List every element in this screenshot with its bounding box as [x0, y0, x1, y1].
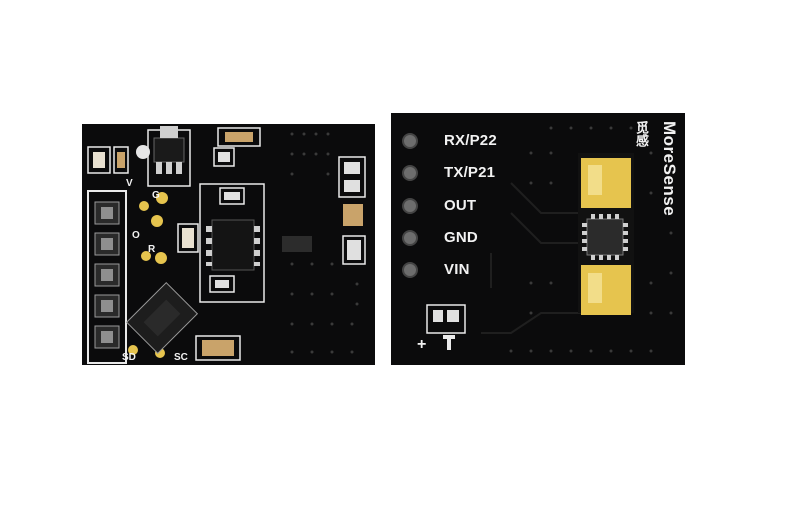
bottom-component-outline [426, 304, 466, 334]
header-pin-5-core [101, 331, 113, 343]
silk-g: G [152, 190, 160, 201]
gold-pad-5 [155, 252, 167, 264]
diode [136, 145, 150, 159]
plus-mark: + [417, 336, 427, 353]
gold-pad-3 [151, 215, 163, 227]
gold-pad-2 [139, 201, 149, 211]
resistor-1 [93, 152, 105, 168]
pin-label-gnd: GND [444, 229, 478, 246]
via-dots [290, 132, 359, 354]
capacitor-4 [343, 204, 363, 226]
header-pin-2-core [101, 238, 113, 250]
main-ic [211, 219, 255, 271]
header-pin-1-core [101, 207, 113, 219]
pin-hole-3 [402, 198, 418, 214]
resistor-2 [182, 228, 194, 248]
component-outline-1 [87, 146, 111, 174]
pin-hole-5 [402, 262, 418, 278]
right-via-dots [509, 126, 673, 353]
header-outline [87, 190, 127, 364]
pin-hole-1 [402, 133, 418, 149]
capacitor-3 [202, 340, 234, 356]
gold-pad-1 [156, 192, 168, 204]
regulator-tab [160, 126, 178, 138]
header-pin-3-core [101, 269, 113, 281]
right-board-artwork [402, 126, 673, 353]
capacitor-1 [117, 152, 125, 168]
pin-label-out: OUT [444, 197, 477, 214]
chinese-brand-mark: 觅感 [634, 121, 649, 147]
component-outline-2 [113, 146, 129, 174]
gold-pad-4 [141, 251, 151, 261]
pin-holes [402, 133, 418, 278]
minus-mark-stub [447, 338, 451, 350]
regulator-body [153, 137, 185, 163]
right-radar-module-board: RX/P22 TX/P21 OUT GND VIN MoreSense 觅感 + [391, 113, 685, 365]
pin-label-rx: RX/P22 [444, 132, 497, 149]
silk-sc: SC [174, 352, 188, 363]
header-pins [94, 201, 120, 349]
silk-sd: SD [122, 352, 136, 363]
brand-logo-text: MoreSense [660, 121, 679, 217]
gold-pad-6 [128, 345, 138, 355]
silk-v: V [126, 178, 133, 189]
pin-label-tx: TX/P21 [444, 164, 496, 181]
header-pin-4-core [101, 300, 113, 312]
capacitor-2 [225, 132, 253, 142]
main-ic-outline [199, 183, 265, 303]
radar-chip [586, 218, 624, 256]
left-board-artwork [87, 126, 366, 364]
pin-hole-2 [402, 165, 418, 181]
left-radar-module-board: V G O R SD SC [82, 124, 375, 365]
pcb-traces [481, 182, 591, 334]
pin-label-vin: VIN [444, 261, 470, 278]
pin-hole-4 [402, 230, 418, 246]
silk-r: R [148, 244, 156, 255]
silk-o: O [132, 230, 140, 241]
